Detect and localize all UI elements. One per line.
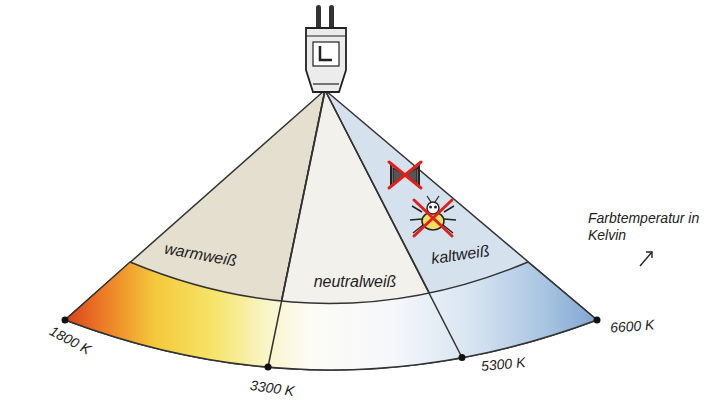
scale-dot [459,354,466,361]
lamp-window [313,42,339,66]
moth-symbol [389,162,421,188]
insect-eye [429,206,432,209]
axis-title: Farbtemperatur in Kelvin [588,210,703,244]
scale-dot [265,364,272,371]
sector-label: neutralweiß [314,273,397,291]
scale-value: 3300 K [249,377,295,400]
cross-mark [389,162,421,188]
scale-dot [594,317,601,324]
insect-symbol [410,196,456,236]
scale-value: 6600 K [609,316,654,336]
scale-dot [62,317,69,324]
divider-line [325,90,462,358]
lamp-filament [320,46,332,60]
insect-eye [434,206,437,209]
insect-antenna [427,196,431,202]
moth-part [390,165,392,186]
moth-part [418,165,420,186]
divider-line [268,90,325,367]
insect-leg [444,219,456,220]
lamp-pin [329,5,334,29]
insect-antenna [435,196,439,202]
scale-value: 5300 K [480,354,526,375]
lamp-rim [306,35,346,36]
cross-mark [414,200,452,236]
cross-mark [389,162,421,188]
arrow-line [640,252,652,266]
arrow-head [646,252,652,258]
lamp-rim [313,83,339,84]
lamp-pin [316,5,321,29]
lamp-body [306,28,346,92]
lamp-symbol [306,5,346,92]
cross-mark [414,200,452,236]
insect-leg [410,219,422,220]
scale-value: 1800 K [46,322,93,358]
